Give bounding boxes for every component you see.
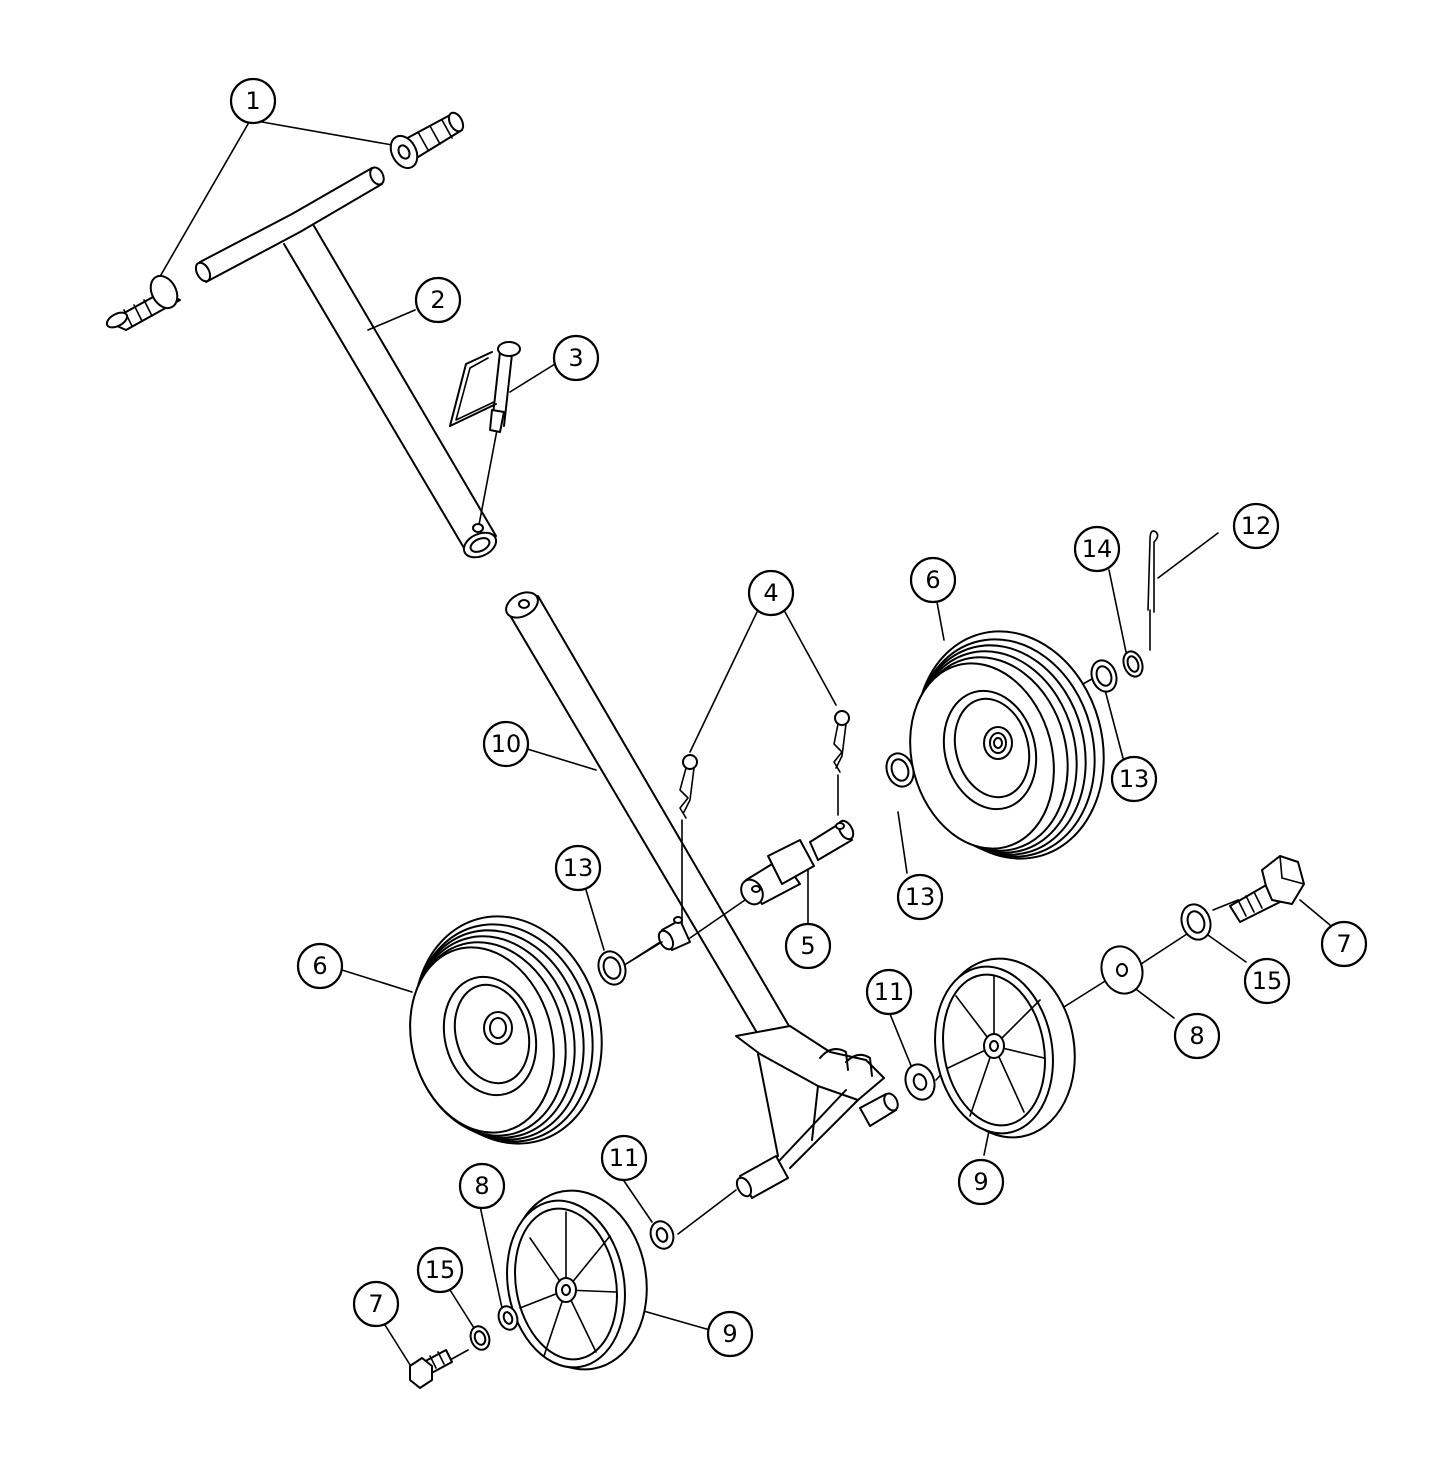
- callout-9-right: 9: [957, 1158, 1005, 1206]
- axle-alignment-line: [625, 941, 663, 965]
- svg-text:6: 6: [925, 566, 940, 594]
- svg-text:6: 6: [312, 952, 327, 980]
- callout-9-left: 9: [706, 1310, 754, 1358]
- lynch-pin: [449, 341, 521, 433]
- hitch-clip-right: [833, 710, 850, 773]
- callout-4: 4: [747, 569, 795, 617]
- callout-6-right: 6: [909, 556, 957, 604]
- large-wheel-right: [909, 630, 1105, 860]
- hex-bolt-right: [1229, 855, 1305, 923]
- grip-right: [389, 111, 465, 170]
- spoked-wheel-left: [506, 1189, 648, 1371]
- callout-2: 2: [414, 276, 462, 324]
- callout-8-right: 8: [1173, 1012, 1221, 1060]
- hex-bolt-left: [409, 1349, 453, 1389]
- callout-6-left: 6: [296, 942, 344, 990]
- grip-left: [105, 274, 181, 331]
- cotter-pin: [1147, 530, 1159, 613]
- callout-11-right: 11: [865, 968, 913, 1016]
- callout-12: 12: [1232, 502, 1280, 550]
- callout-13-left: 13: [554, 844, 602, 892]
- callout-10: 10: [482, 720, 530, 768]
- leader-lines: [157, 121, 1331, 1369]
- callouts: 1 2 3 4 5 6 6 7 7 8 8 9 9 10 11 11 12 13…: [229, 77, 1368, 1358]
- callout-13-center: 13: [896, 873, 944, 921]
- callout-15-right: 15: [1243, 957, 1291, 1005]
- svg-text:7: 7: [1336, 930, 1351, 958]
- svg-text:13: 13: [1119, 765, 1150, 793]
- svg-text:3: 3: [568, 344, 583, 372]
- svg-text:1: 1: [245, 87, 260, 115]
- callout-3: 3: [552, 334, 600, 382]
- svg-text:5: 5: [800, 932, 815, 960]
- main-frame: [505, 591, 899, 1199]
- svg-text:8: 8: [474, 1172, 489, 1200]
- large-wheel-left: [409, 915, 603, 1145]
- svg-text:11: 11: [609, 1144, 640, 1172]
- svg-text:9: 9: [722, 1320, 737, 1348]
- svg-text:4: 4: [763, 579, 778, 607]
- axle-alignment-line: [689, 899, 746, 939]
- svg-text:15: 15: [1252, 967, 1283, 995]
- svg-text:13: 13: [563, 854, 594, 882]
- callout-7-left: 7: [352, 1280, 400, 1328]
- hitch-clip-left: [679, 754, 698, 819]
- svg-text:9: 9: [973, 1168, 988, 1196]
- callout-11-left: 11: [600, 1134, 648, 1182]
- washers: [469, 650, 1212, 1351]
- callout-15-left: 15: [416, 1246, 464, 1294]
- callout-7-right: 7: [1320, 920, 1368, 968]
- callout-14: 14: [1073, 525, 1121, 573]
- callout-8-left: 8: [458, 1162, 506, 1210]
- t-handle: [194, 166, 498, 559]
- svg-text:2: 2: [430, 286, 445, 314]
- svg-text:15: 15: [425, 1256, 456, 1284]
- svg-text:14: 14: [1082, 535, 1113, 563]
- callout-13-lower-right: 13: [1110, 755, 1158, 803]
- spoked-wheel-right: [934, 957, 1076, 1139]
- svg-text:8: 8: [1189, 1022, 1204, 1050]
- svg-text:13: 13: [905, 883, 936, 911]
- svg-text:10: 10: [491, 730, 522, 758]
- svg-text:11: 11: [874, 978, 905, 1006]
- callout-1: 1: [229, 77, 277, 125]
- svg-text:7: 7: [368, 1290, 383, 1318]
- svg-text:12: 12: [1241, 512, 1272, 540]
- callout-5: 5: [784, 922, 832, 970]
- axle-pin: [740, 819, 855, 906]
